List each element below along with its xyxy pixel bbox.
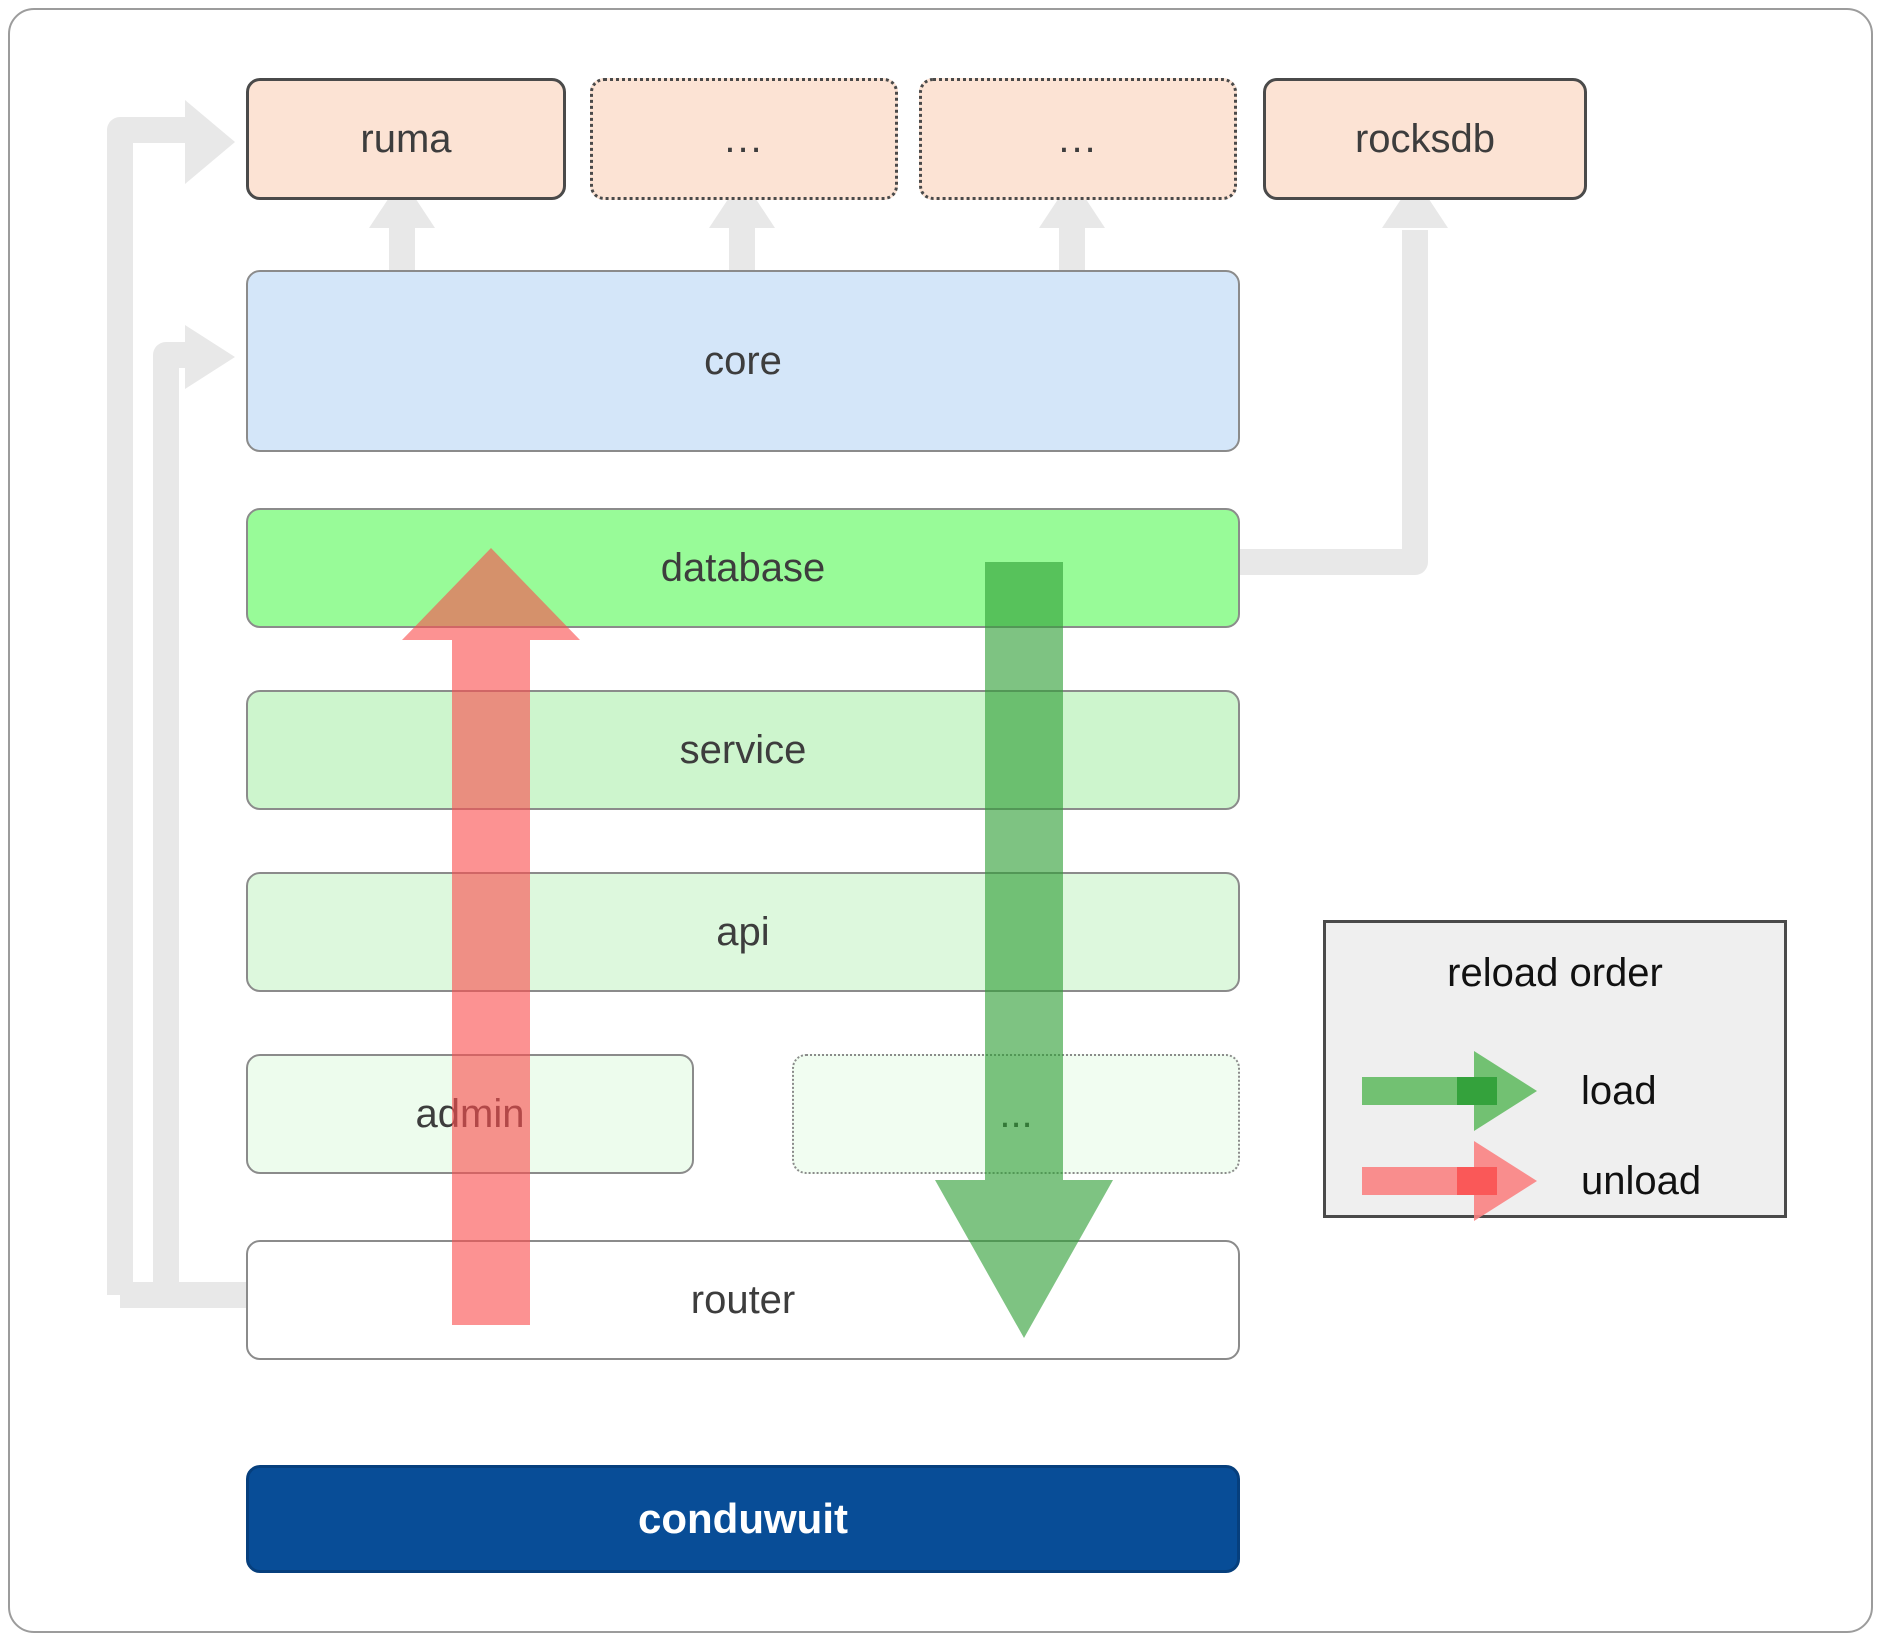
load-arrow-icon (1362, 1051, 1537, 1131)
legend-label-unload: unload (1581, 1159, 1702, 1203)
legend-row-unload: unload (1326, 1141, 1784, 1221)
layer-label-router: router (690, 1277, 796, 1322)
layer-label-api: api (716, 909, 770, 954)
dependency-label-ellipsis-2: ... (1058, 117, 1098, 161)
binary-box-conduwuit[interactable]: conduwuit (246, 1465, 1240, 1573)
layer-label-database: database (660, 545, 826, 590)
dependency-label-ellipsis-1: ... (724, 117, 764, 161)
legend-title: reload order (1447, 951, 1663, 995)
layer-box-service[interactable]: service (246, 690, 1240, 810)
layer-box-admin[interactable]: admin (246, 1054, 694, 1174)
dependency-box-ellipsis-1[interactable]: ... (590, 78, 898, 200)
dependency-box-ellipsis-2[interactable]: ... (919, 78, 1237, 200)
binary-label-conduwuit: conduwuit (638, 1495, 848, 1542)
legend-panel: reload order load unload (1323, 920, 1787, 1221)
dependency-label-rocksdb: rocksdb (1354, 116, 1496, 161)
layer-box-database[interactable]: database (246, 508, 1240, 628)
dependency-box-ruma[interactable]: ruma (246, 78, 566, 200)
layer-box-api[interactable]: api (246, 872, 1240, 992)
legend-label-load: load (1581, 1069, 1657, 1113)
layer-label-service: service (679, 727, 807, 772)
layer-box-core[interactable]: core (246, 270, 1240, 452)
layer-label-ellipsis: ... (999, 1091, 1033, 1136)
layer-label-core: core (704, 338, 782, 383)
legend-row-load: load (1326, 1051, 1784, 1131)
dependency-box-rocksdb[interactable]: rocksdb (1263, 78, 1587, 200)
diagram-frame (8, 8, 1873, 1633)
unload-arrow-icon (1362, 1141, 1537, 1221)
layer-label-admin: admin (415, 1091, 525, 1136)
dependency-label-ruma: ruma (360, 116, 452, 161)
layer-box-router[interactable]: router (246, 1240, 1240, 1360)
layer-box-ellipsis[interactable]: ... (792, 1054, 1240, 1174)
